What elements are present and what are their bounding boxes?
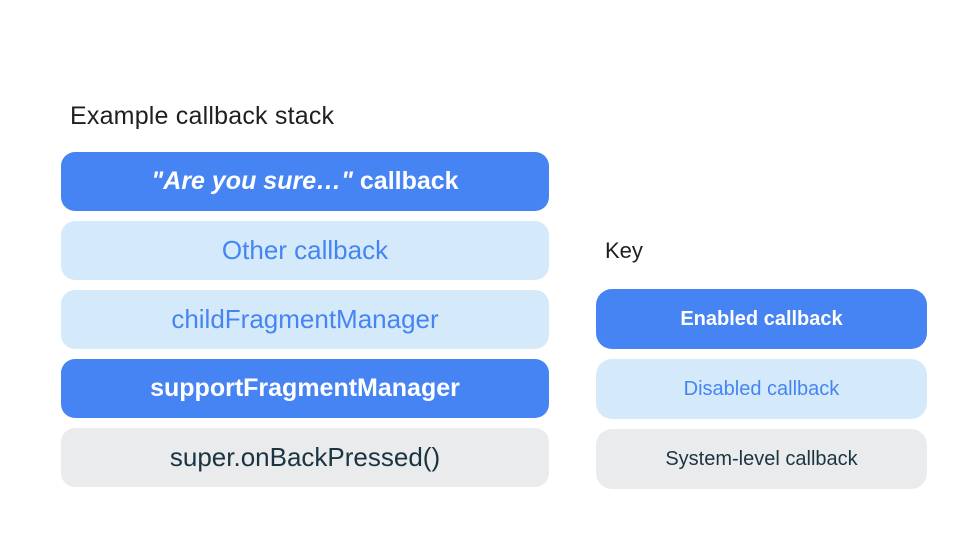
stack-item-label: super.onBackPressed() (169, 442, 441, 472)
key-item-label: Enabled callback (680, 307, 843, 330)
stack-item-label: supportFragmentManager (150, 374, 460, 402)
key-item-enabled-callback: Enabled callback (596, 289, 927, 349)
stack-item-label: Other callback (221, 235, 389, 265)
stack-item-label: "Are you sure…" callback (151, 167, 459, 195)
stack-item-other-callback: Other callback (61, 221, 549, 280)
stack-item-support-fragment-manager: supportFragmentManager (61, 359, 549, 418)
key-legend: Enabled callback Disabled callback Syste… (596, 289, 927, 489)
stack-item-child-fragment-manager: childFragmentManager (61, 290, 549, 349)
stack-item-label: childFragmentManager (171, 304, 439, 334)
stack-item-super-on-back-pressed: super.onBackPressed() (61, 428, 549, 487)
stack-item-are-you-sure-callback: "Are you sure…" callback (61, 152, 549, 211)
key-item-label: System-level callback (665, 447, 858, 470)
key-item-disabled-callback: Disabled callback (596, 359, 927, 419)
key-item-system-level-callback: System-level callback (596, 429, 927, 489)
key-item-label: Disabled callback (683, 377, 840, 400)
diagram-title: Example callback stack (70, 102, 335, 130)
callback-stack: "Are you sure…" callback Other callback … (61, 152, 549, 487)
key-title: Key (605, 238, 643, 263)
